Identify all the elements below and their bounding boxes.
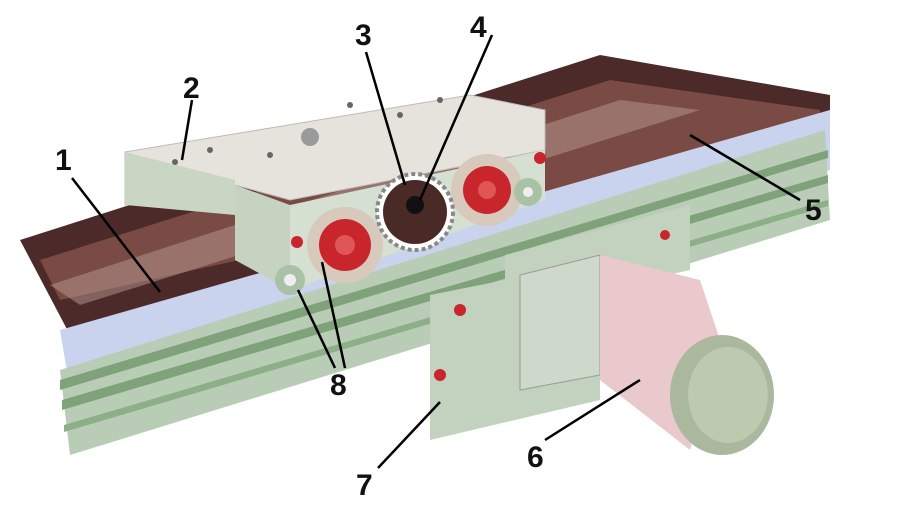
leader-line-2 xyxy=(180,99,194,161)
label-7: 7 xyxy=(356,469,373,502)
leader-line-7 xyxy=(377,401,441,469)
label-1: 1 xyxy=(55,144,72,177)
drive-pulley xyxy=(375,172,455,252)
leader-line-3 xyxy=(364,51,407,186)
leader-line-5 xyxy=(689,133,801,202)
label-4: 4 xyxy=(470,11,487,44)
label-6: 6 xyxy=(527,441,544,474)
label-2: 2 xyxy=(183,72,200,105)
leader-line-4 xyxy=(418,34,494,201)
label-5: 5 xyxy=(805,194,822,227)
label-3: 3 xyxy=(355,19,372,52)
leader-line-8a xyxy=(296,289,337,369)
leader-line-1 xyxy=(71,177,161,293)
leader-lines xyxy=(71,34,801,469)
leader-line-8b xyxy=(320,261,347,369)
leader-line-6 xyxy=(544,378,641,442)
label-8: 8 xyxy=(330,369,347,402)
guide-rollers xyxy=(275,152,546,295)
stepper-motor xyxy=(519,254,774,455)
